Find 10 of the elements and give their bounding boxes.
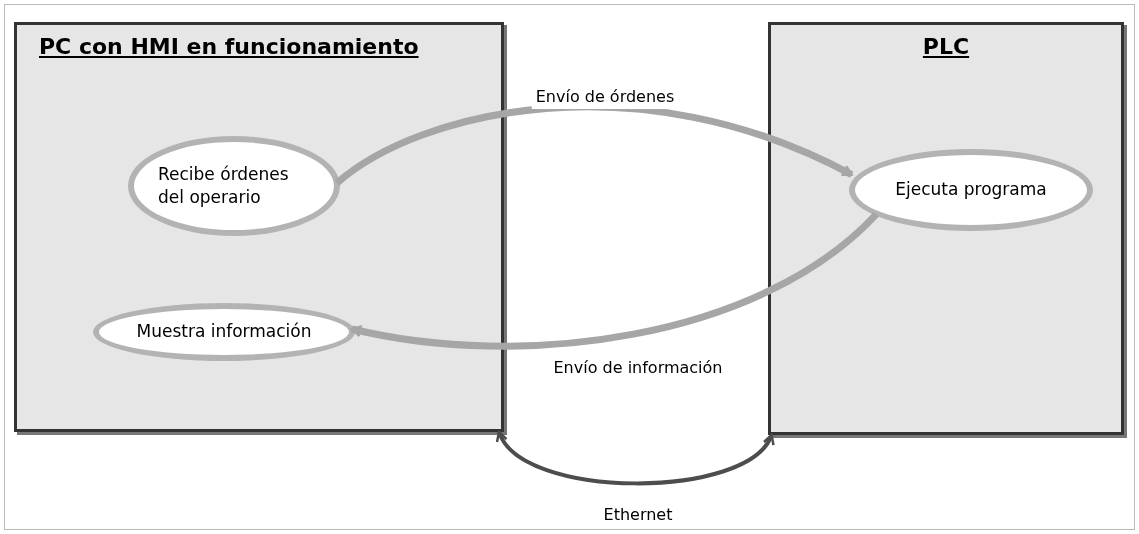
- arrow: [334, 103, 854, 186]
- arrow: [350, 211, 879, 350]
- ellipse-text: Muestra información: [136, 320, 312, 344]
- system-panel: [768, 22, 1124, 435]
- panel-title: PLC: [921, 33, 971, 61]
- panel-title: PC con HMI en funcionamiento: [39, 33, 419, 61]
- system-panel: [14, 22, 504, 432]
- ellipse-text: Recibe órdenes del operario: [158, 162, 290, 209]
- ellipse-text: Ejecuta programa: [895, 178, 1047, 202]
- arrow: [497, 430, 774, 486]
